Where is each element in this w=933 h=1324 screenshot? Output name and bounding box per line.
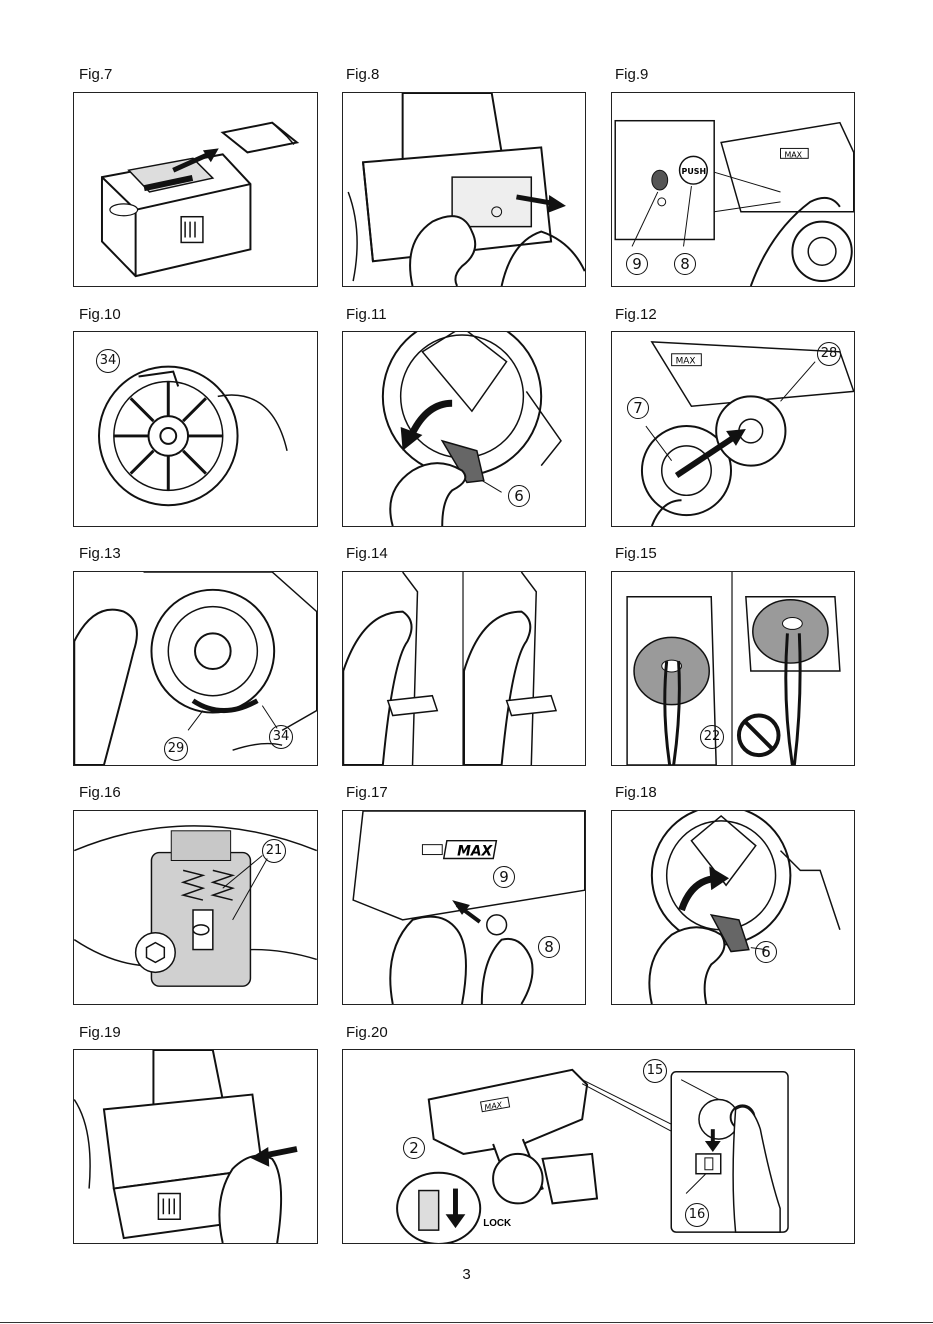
fig7-label: Fig.7 — [79, 66, 112, 84]
fig11-label: Fig.11 — [346, 306, 387, 324]
fig12-label: Fig.12 — [615, 306, 657, 324]
fig17-label: Fig.17 — [346, 784, 388, 802]
fig18-panel: 6 — [611, 810, 855, 1005]
fig16-panel: 21 — [73, 810, 318, 1005]
callout-22: 22 — [700, 725, 724, 749]
fig20-label: Fig.20 — [346, 1024, 388, 1042]
hand-icon — [464, 612, 530, 765]
fig13-label: Fig.13 — [79, 545, 121, 563]
fig19-panel — [73, 1049, 318, 1244]
fig10-label: Fig.10 — [79, 306, 121, 324]
callout-21: 21 — [262, 839, 286, 863]
fig18-label: Fig.18 — [615, 784, 657, 802]
page-number: 3 — [0, 1266, 933, 1283]
fig19-label: Fig.19 — [79, 1024, 121, 1042]
fig8-panel — [342, 92, 586, 287]
callout-8: 8 — [538, 936, 560, 958]
fig17-panel: MAX 9 8 — [342, 810, 586, 1005]
fig13-panel: 29 34 — [73, 571, 318, 766]
hand-icon — [390, 463, 465, 526]
callout-9: 9 — [493, 866, 515, 888]
max-logo: MAX — [784, 150, 802, 159]
bottom-rule — [0, 1322, 933, 1323]
callout-6: 6 — [508, 485, 530, 507]
max-logo: MAX — [457, 844, 493, 860]
fig15-panel: 22 — [611, 571, 855, 766]
fig10-panel: 34 — [73, 331, 318, 527]
hand-icon — [343, 612, 411, 765]
fig9-panel: MAX PUSH 9 8 — [611, 92, 855, 287]
callout-29: 29 — [164, 737, 188, 761]
hand-icon — [390, 917, 466, 1004]
callout-28: 28 — [817, 342, 841, 366]
fig12-panel: MAX 7 28 — [611, 331, 855, 527]
fig20-panel: MAX LOCK 2 15 16 — [342, 1049, 855, 1244]
lock-text: LOCK — [483, 1218, 512, 1229]
callout-34: 34 — [96, 349, 120, 373]
fig11-panel: 6 — [342, 331, 586, 527]
prohibited-icon — [739, 716, 779, 756]
hand-icon — [649, 927, 724, 1004]
fig14-label: Fig.14 — [346, 545, 388, 563]
callout-6: 6 — [755, 941, 777, 963]
max-logo: MAX — [676, 357, 696, 367]
callout-2: 2 — [403, 1137, 425, 1159]
fig16-label: Fig.16 — [79, 784, 121, 802]
battery-icon — [74, 93, 317, 286]
callout-34: 34 — [269, 725, 293, 749]
callout-7: 7 — [627, 397, 649, 419]
callout-15: 15 — [643, 1059, 667, 1083]
fig8-label: Fig.8 — [346, 66, 379, 84]
callout-9: 9 — [626, 253, 648, 275]
fig15-label: Fig.15 — [615, 545, 657, 563]
fig9-label: Fig.9 — [615, 66, 648, 84]
callout-16: 16 — [685, 1203, 709, 1227]
fig14-panel — [342, 571, 586, 766]
fig7-panel — [73, 92, 318, 287]
push-button-text: PUSH — [682, 167, 707, 176]
callout-8: 8 — [674, 253, 696, 275]
hand-icon — [74, 610, 137, 765]
